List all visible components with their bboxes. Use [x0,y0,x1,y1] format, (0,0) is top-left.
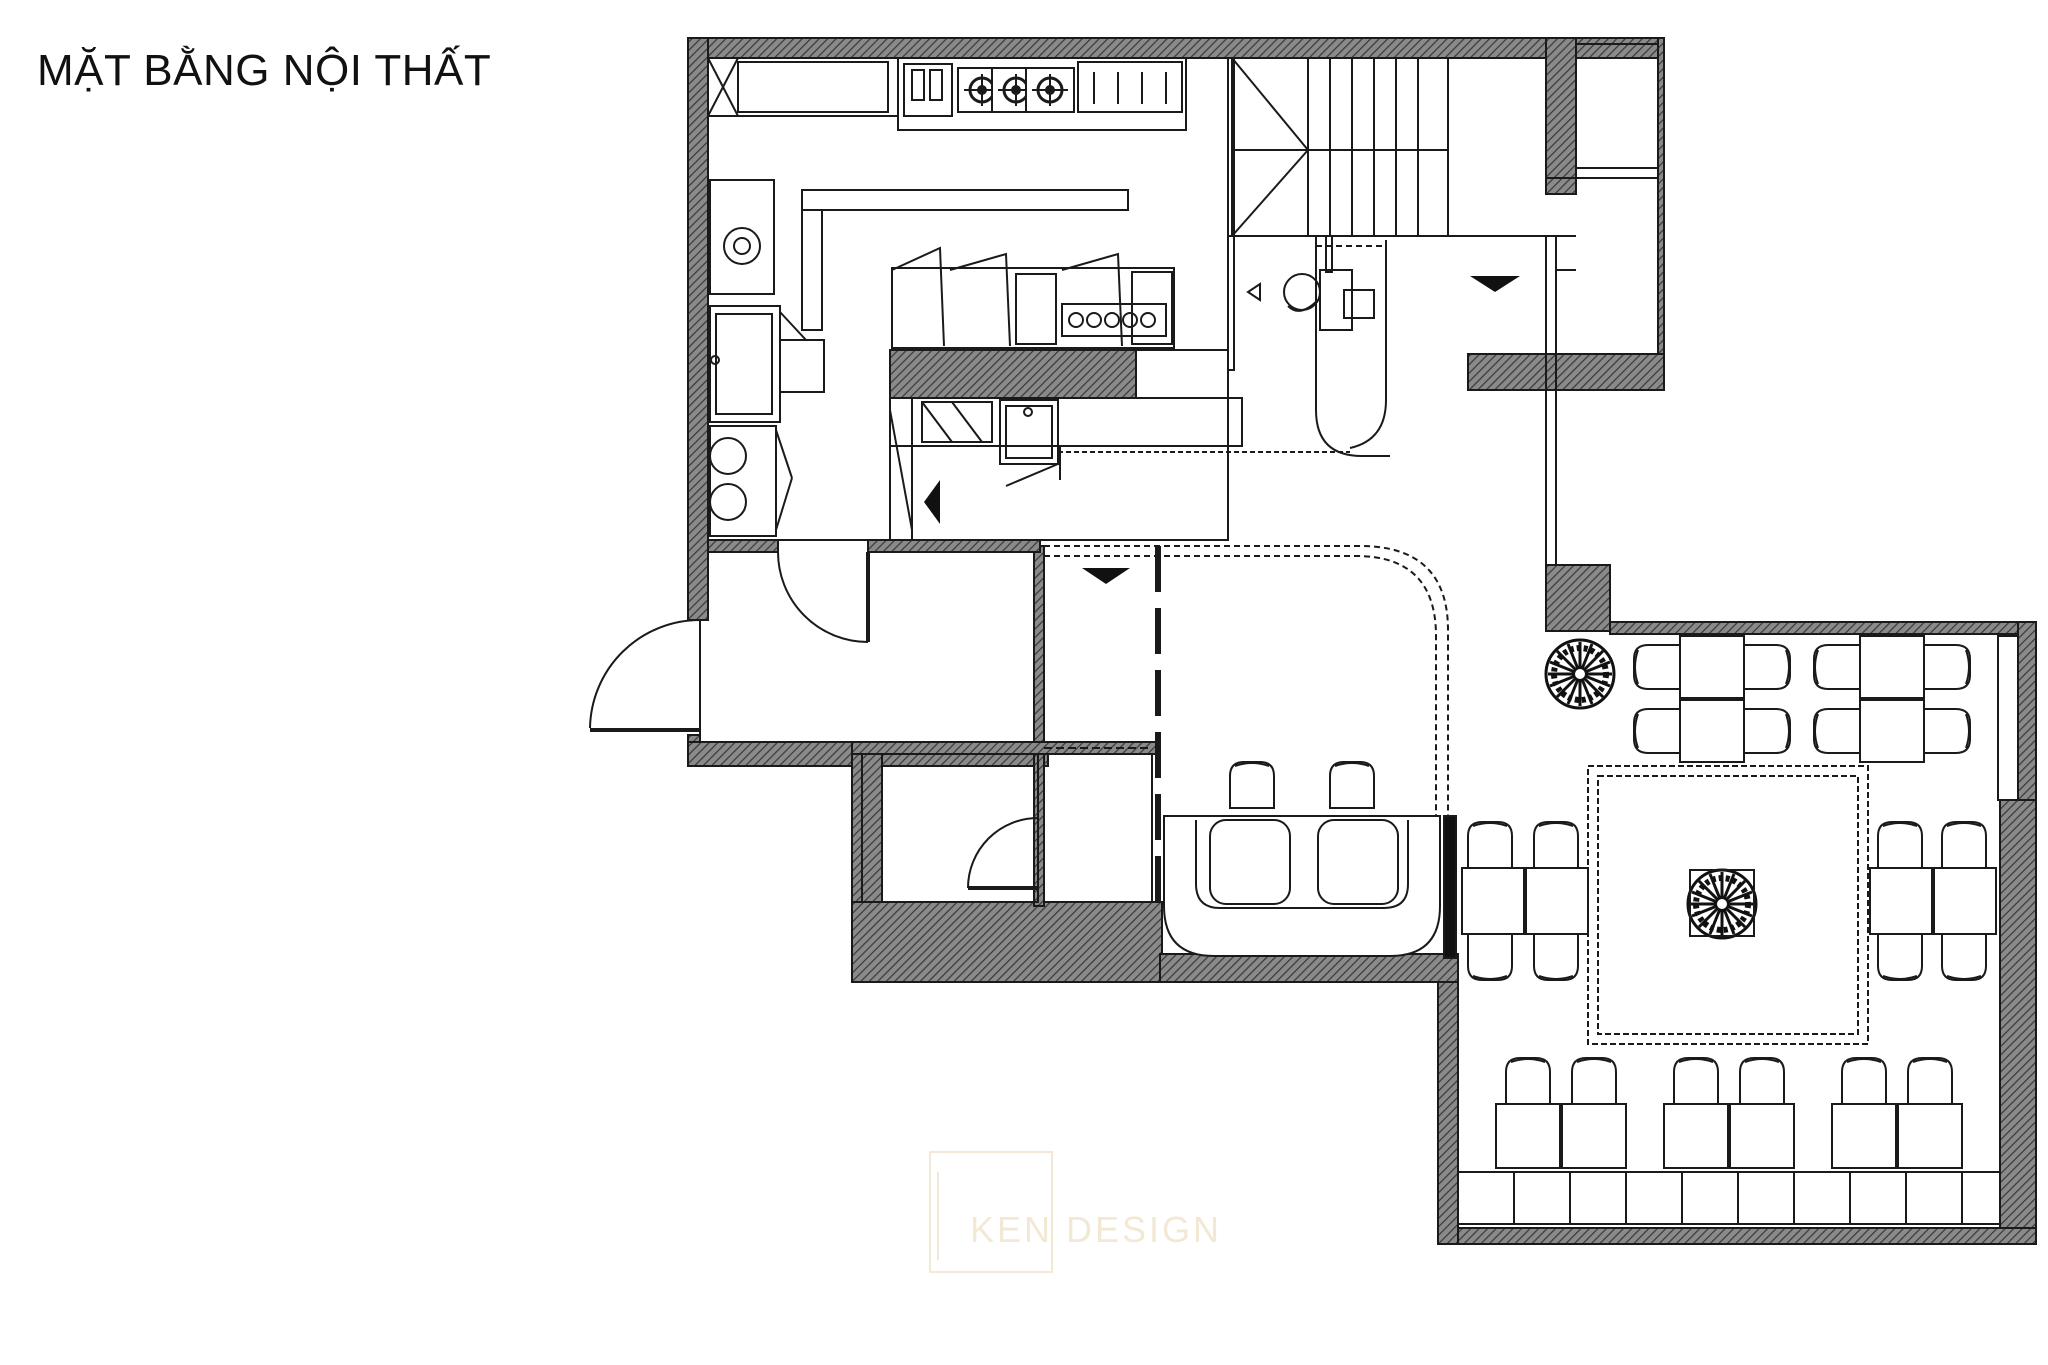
kitchen [707,57,1390,541]
entrance-area [589,545,1449,903]
dining-room [1457,635,2019,1225]
watermark-text: KEN DESIGN [970,1209,1222,1250]
walls [687,37,2037,1245]
plant-icon [1688,870,1756,938]
staircase [1231,43,1659,565]
plant-icon [1546,640,1614,708]
booth-seating [1163,761,1441,957]
watermark: KEN DESIGN [929,1151,1222,1273]
planter-box [1689,869,1755,937]
page-title: MẶT BẰNG NỘI THẤT [37,46,492,95]
direction-arrow-icon [924,276,1520,584]
